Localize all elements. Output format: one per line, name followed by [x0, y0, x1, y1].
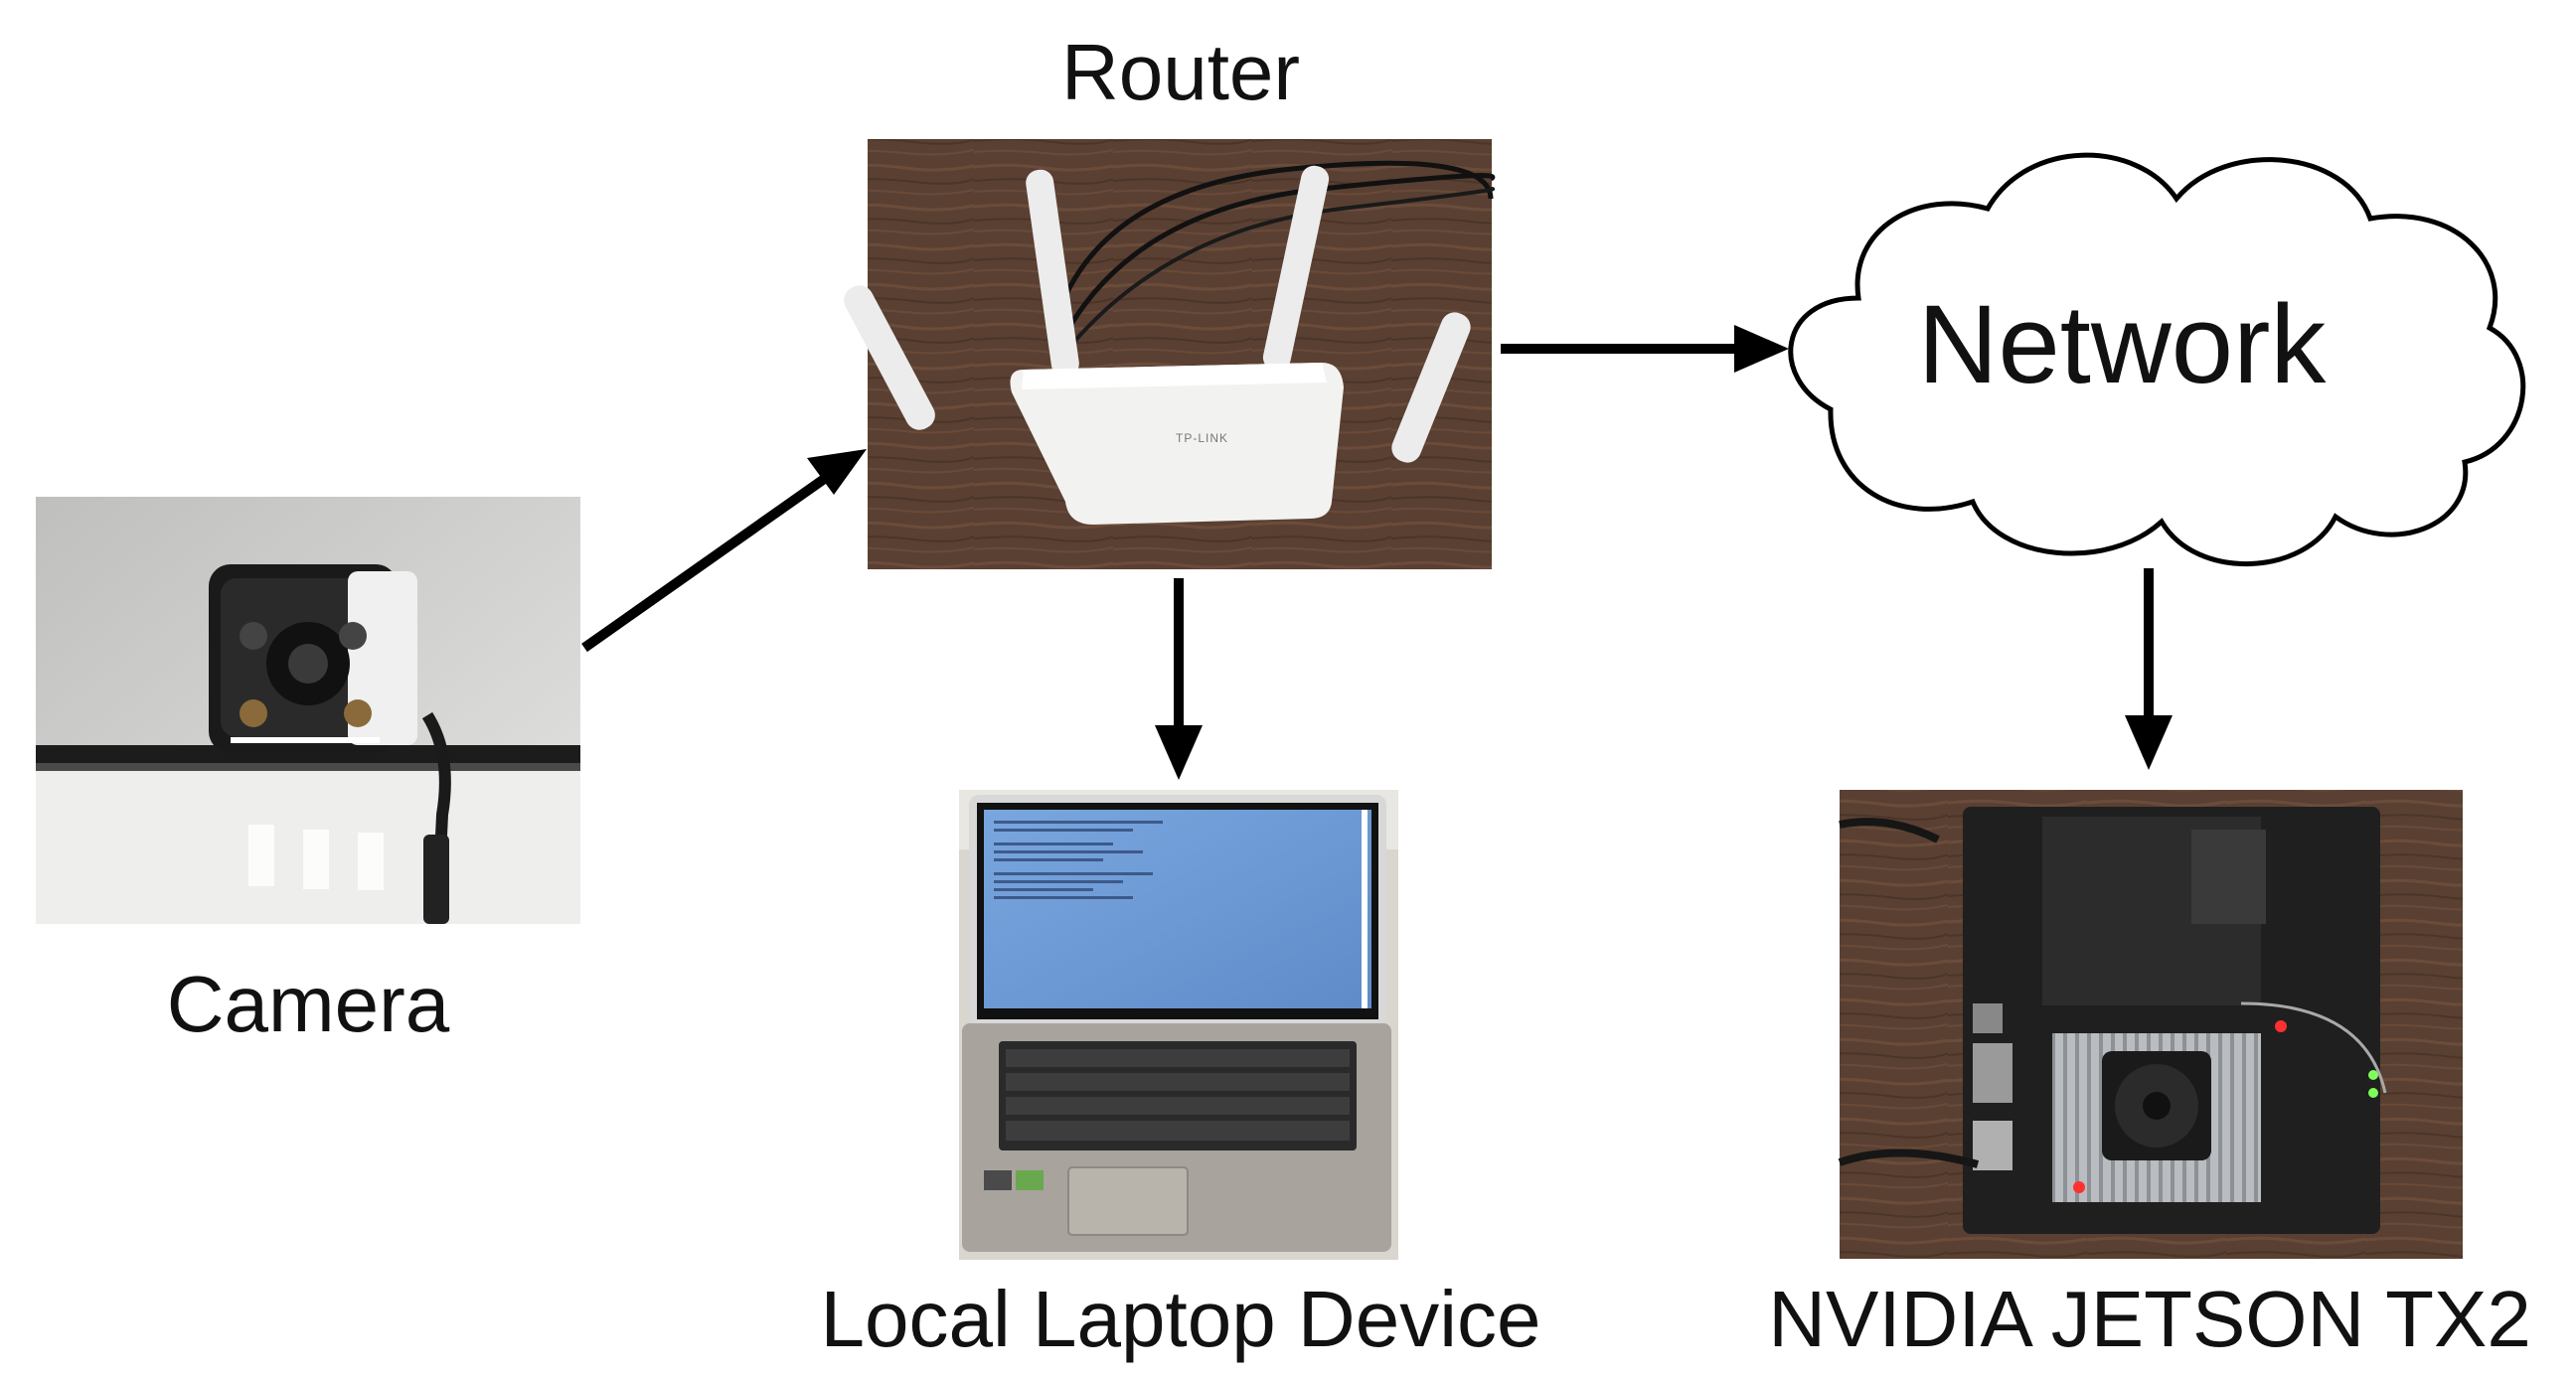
laptop-screen-text — [994, 821, 1163, 899]
arrow-router-to-network — [1501, 325, 1789, 373]
jetson-photo — [1838, 790, 2463, 1259]
laptop-photo — [959, 790, 1398, 1260]
router-label: Router — [1061, 28, 1300, 116]
camera-device — [209, 564, 451, 924]
arrow-camera-to-router — [581, 449, 867, 653]
network-label: Network — [1918, 282, 2328, 406]
network-cloud — [1788, 152, 2526, 566]
jetson-label: NVIDIA JETSON TX2 — [1768, 1275, 2531, 1363]
camera-photo — [36, 497, 580, 924]
laptop-label: Local Laptop Device — [821, 1275, 1541, 1363]
router-photo: TP-LINK — [844, 139, 1496, 569]
arrow-router-to-laptop — [1155, 578, 1203, 780]
router-antennas — [844, 165, 1471, 463]
arrow-network-to-jetson — [2125, 568, 2173, 770]
camera-label: Camera — [167, 960, 450, 1048]
router-brand-label: TP-LINK — [1176, 431, 1228, 445]
laptop-keys — [1006, 1049, 1350, 1141]
